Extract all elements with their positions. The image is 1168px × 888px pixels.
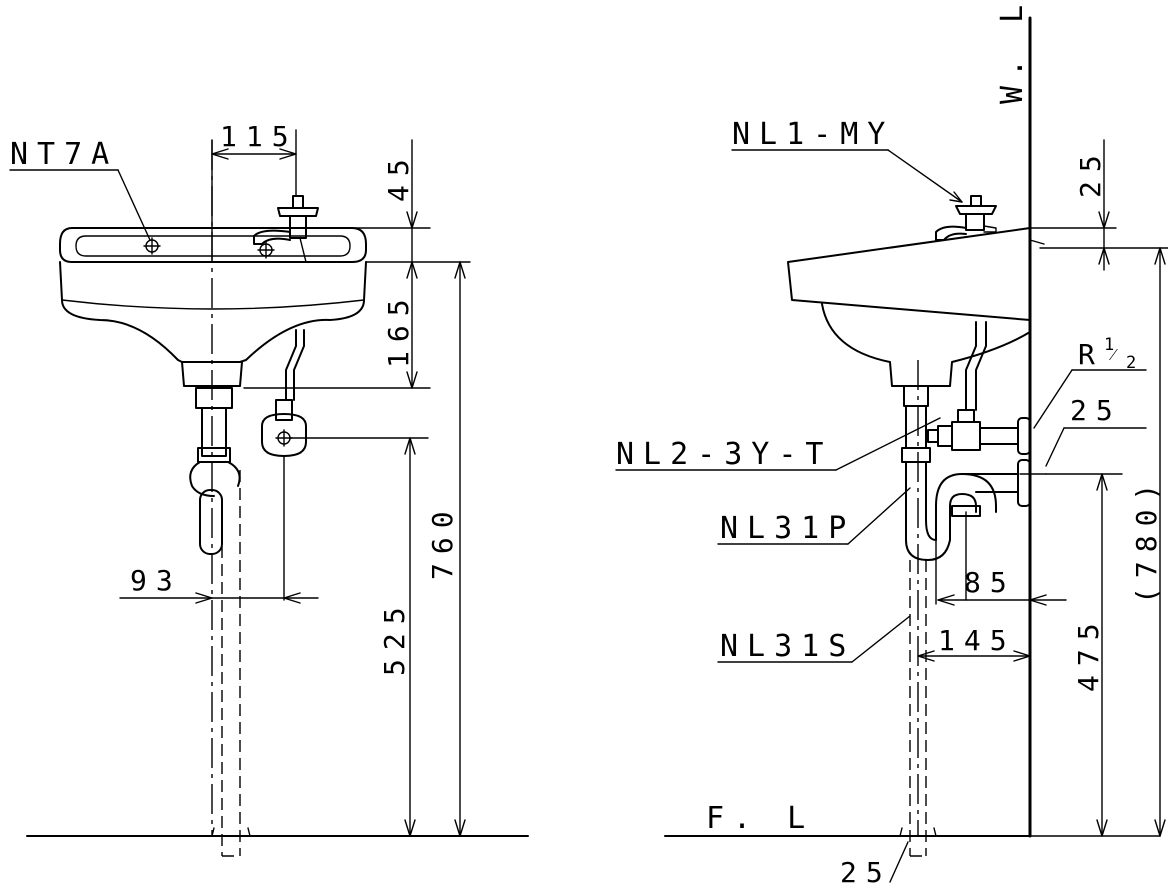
svg-text:R: R [1078,338,1104,371]
front-waste-pipe [221,470,241,857]
overflow-hole-icon [143,237,161,255]
svg-text:⁄: ⁄ [1109,345,1118,365]
drain-nut [195,387,233,409]
label-s-trap-model: NL31S [720,629,855,664]
basin-body [59,261,367,363]
label-floor-line: F. L [706,801,814,836]
basin-rim [59,227,367,263]
front-trap-icon [189,407,241,555]
side-basin-bowl [821,303,1031,387]
dim-front-bowl-depth: 165 [382,290,415,368]
dim-front-faucet-height: 45 [382,150,415,202]
front-view: 115 45 165 760 525 93 NT7A [9,120,529,857]
side-stop-valve-icon [927,409,1031,455]
front-floor-sleeve [211,827,251,837]
label-faucet-model: NL1-MY [732,117,894,152]
front-faucet-icon [253,195,319,263]
label-basin-model: NT7A [10,137,118,172]
label-stop-valve-model: NL2-3Y-T [616,437,833,472]
drain-outlet [181,361,243,387]
label-p-trap-model: NL31P [720,511,855,546]
basin-front-curve [61,299,365,310]
side-faucet-icon [935,195,997,241]
side-waste-pipe [909,560,927,857]
side-view: W. L F. L [615,0,1168,888]
side-basin-profile [787,227,1031,321]
front-supply-pipe [285,329,305,401]
label-wall-line: W. L [995,0,1030,104]
dim-front-trap-offset: 93 [130,564,182,597]
front-stop-valve-icon [261,399,307,601]
label-thread-size: R 1 ⁄ 2 [1078,335,1136,373]
dim-side-s-trap-wall-offset: 145 [938,624,1016,657]
basin-rim-inner [75,235,351,257]
side-supply-pipe [965,321,987,411]
dim-side-faucet-height: 25 [1074,146,1107,198]
dim-front-supply-height: 525 [378,598,411,676]
dim-side-rim-height: (780) [1130,475,1163,604]
dim-front-rim-height: 760 [426,502,459,580]
dim-side-trap-wall-offset: 85 [964,566,1016,599]
dim-side-trap-outlet-height: 475 [1072,614,1105,692]
faucet-hole-icon [257,241,275,259]
svg-text:1: 1 [1104,335,1114,355]
svg-text:2: 2 [1126,353,1136,373]
dim-side-floor-pipe: 25 [840,856,892,888]
side-trap-icon [901,385,1047,561]
dim-side-supply-pipe: 25 [1070,394,1122,427]
dim-front-faucet-offset: 115 [220,120,298,153]
